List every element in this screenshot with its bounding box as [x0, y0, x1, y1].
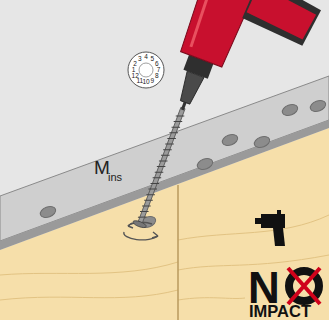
dial-number: 3 — [138, 56, 142, 63]
crossed-o-symbol — [288, 268, 320, 304]
dial-number: 9 — [150, 78, 154, 85]
dial-number: 4 — [144, 54, 148, 61]
metal-plate-top — [0, 76, 329, 241]
dial-number: 2 — [133, 61, 137, 68]
screw — [132, 106, 189, 229]
dial-number: 8 — [155, 73, 159, 80]
metal-plate-edge — [0, 120, 329, 250]
no-impact-drill-icon — [255, 210, 285, 246]
dial-number: 12 — [132, 73, 139, 80]
dial-number: 10 — [142, 79, 149, 86]
warning-text: IMPACT — [249, 303, 311, 320]
torque-subscript: ins — [108, 172, 122, 183]
plate-holes — [39, 99, 327, 230]
dial-number: 5 — [150, 56, 154, 63]
drill — [158, 0, 325, 143]
wood-joint — [177, 185, 179, 320]
torque-symbol: M — [94, 158, 110, 177]
torque-dial — [128, 52, 164, 88]
